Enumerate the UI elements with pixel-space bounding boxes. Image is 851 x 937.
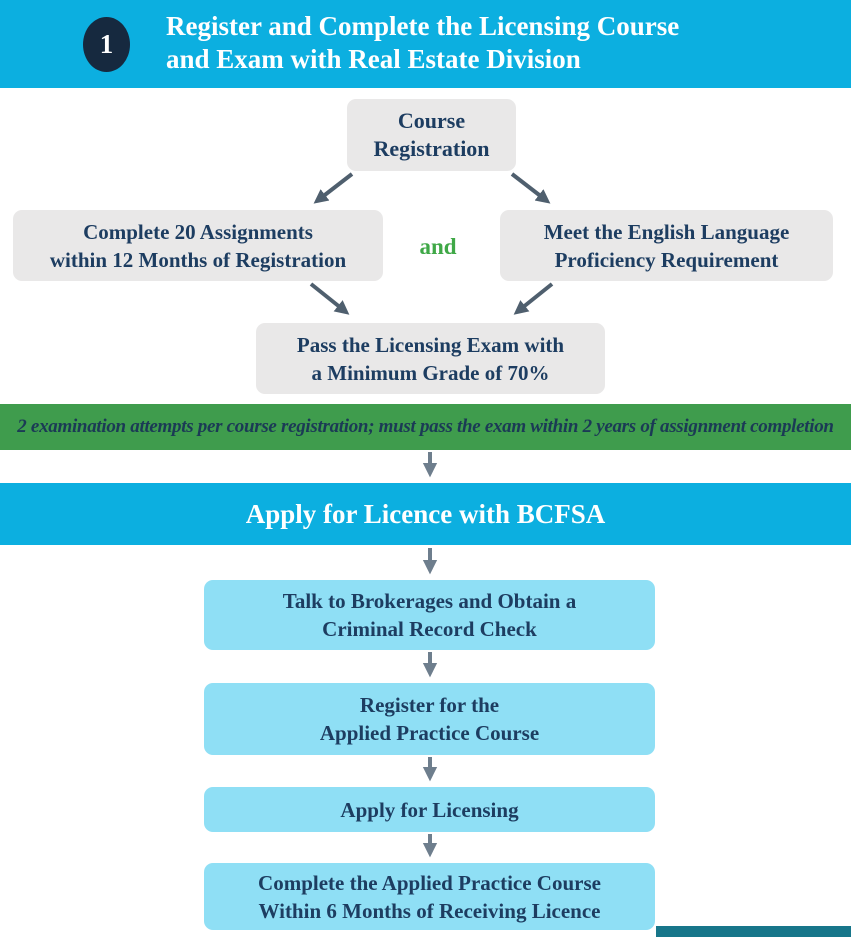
section2-header-band: Apply for Licence with BCFSA 2	[0, 483, 851, 545]
step1-number-badge: 1	[83, 17, 130, 72]
section1-header-band: 1 Register and Complete the Licensing Co…	[0, 0, 851, 88]
examination-note-band: 2 examination attempts per course regist…	[0, 404, 851, 450]
text-line: Apply for Licensing	[340, 797, 519, 822]
section1-title-line1: Register and Complete the Licensing Cour…	[166, 11, 680, 41]
text-line: Register for the	[359, 693, 500, 717]
section2-title: Apply for Licence with BCFSA	[0, 483, 851, 545]
text-line: Complete 20 Assignments	[83, 219, 313, 244]
text-line: within 12 Months of Registration	[49, 247, 347, 272]
section1-title-line2: and Exam with Real Estate Division	[166, 44, 581, 74]
text-line: a Minimum Grade of 70%	[311, 360, 550, 385]
arrow-course-to-assignments-icon	[313, 172, 354, 204]
brokerages-criminal-record-box: Talk to Brokerages and Obtain a Criminal…	[204, 580, 655, 650]
course-registration-box: Course Registration	[347, 99, 516, 171]
step1-number: 1	[99, 29, 114, 59]
text-line: Complete the Applied Practice Course	[258, 870, 601, 895]
and-connector-label: and	[419, 234, 457, 259]
apply-for-licensing-box: Apply for Licensing	[204, 787, 655, 832]
teal-partial-band	[656, 926, 851, 937]
examination-note-text: 2 examination attempts per course regist…	[17, 416, 834, 437]
assignments-box: Complete 20 Assignments within 12 Months…	[13, 210, 383, 281]
text-line: Within 6 Months of Receiving Licence	[258, 898, 601, 923]
text-line: Proficiency Requirement	[554, 247, 779, 272]
text-line: Talk to Brokerages and Obtain a	[282, 589, 577, 613]
arrow-english-to-exam-icon	[513, 282, 554, 315]
section2-title-text: Apply for Licence with BCFSA	[245, 498, 606, 529]
licensing-exam-box: Pass the Licensing Exam with a Minimum G…	[256, 323, 605, 394]
text-line: Applied Practice Course	[319, 721, 540, 745]
complete-applied-practice-box: Complete the Applied Practice Course Wit…	[204, 863, 655, 930]
section1-title: Register and Complete the Licensing Cour…	[166, 10, 679, 76]
text-line: Criminal Record Check	[322, 617, 537, 641]
text-line: Registration	[373, 136, 490, 161]
english-proficiency-box: Meet the English Language Proficiency Re…	[500, 210, 833, 281]
text-line: Meet the English Language	[543, 219, 790, 244]
register-applied-practice-box: Register for the Applied Practice Course	[204, 683, 655, 755]
text-line: Course	[397, 108, 466, 133]
arrow-course-to-english-icon	[510, 172, 551, 204]
text-line: Pass the Licensing Exam with	[296, 332, 565, 357]
arrow-assignments-to-exam-icon	[309, 282, 350, 315]
